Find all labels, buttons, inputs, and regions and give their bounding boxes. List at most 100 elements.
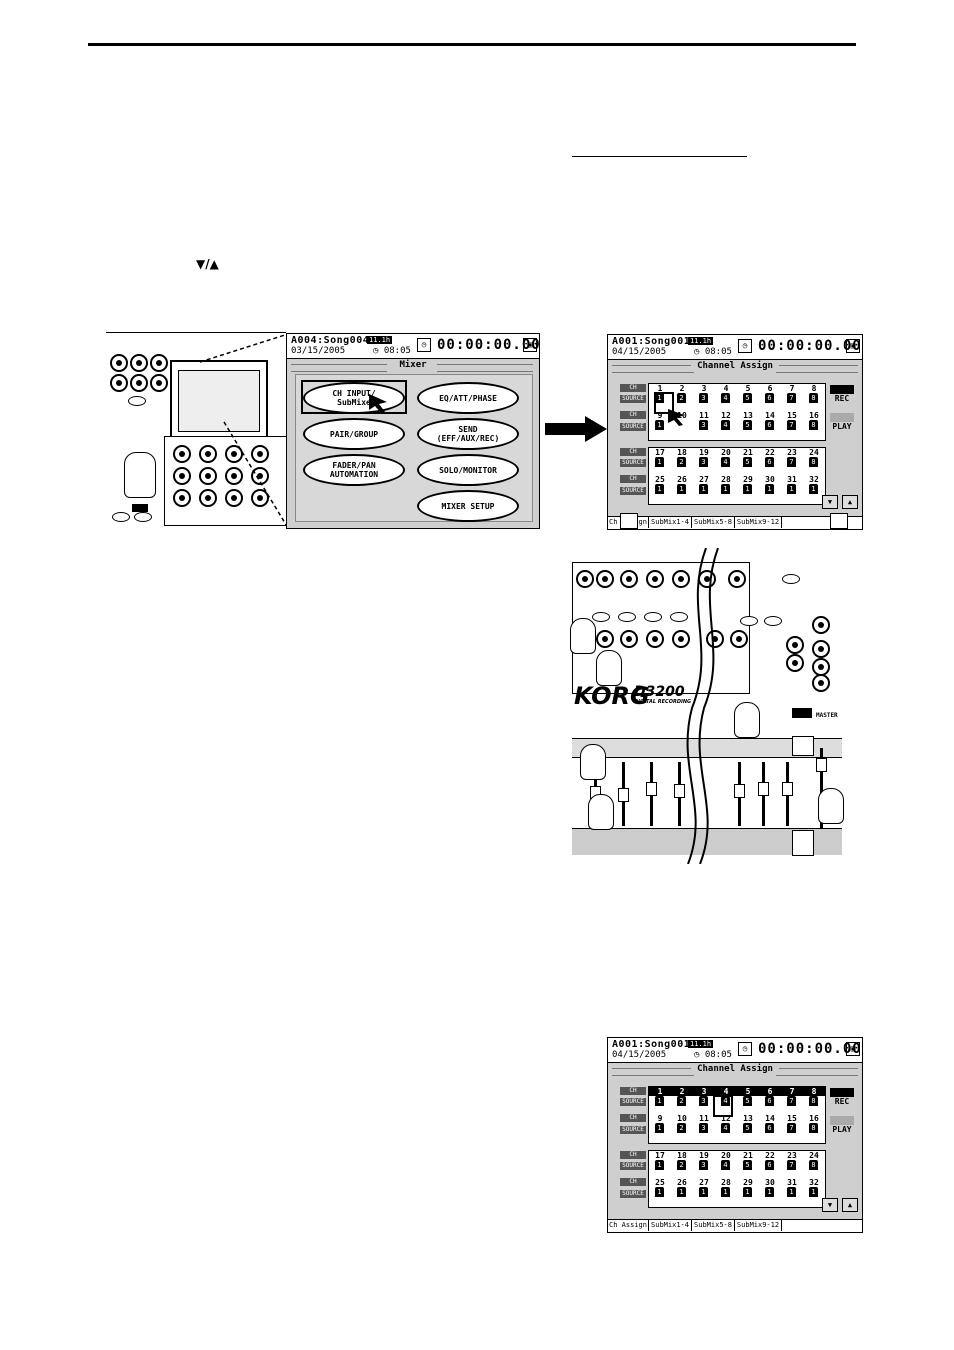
source-jack[interactable]: 1 [787, 484, 796, 494]
source-jack[interactable]: 3 [699, 420, 708, 430]
tab-submix1-4[interactable]: SubMix1-4 [649, 517, 692, 528]
rec-indicator[interactable]: REC [826, 385, 858, 415]
source-jack[interactable]: 7 [787, 1160, 796, 1170]
source-jack[interactable]: 8 [809, 1096, 818, 1106]
mixer-setup-button[interactable]: MIXER SETUP [417, 490, 519, 522]
source-jack[interactable]: 7 [787, 457, 796, 467]
source-jack[interactable]: 3 [699, 1096, 708, 1106]
ch-input-button[interactable]: CH INPUT/ SubMixe [303, 382, 405, 414]
source-jack[interactable]: 8 [809, 1123, 818, 1133]
source-jack[interactable]: 4 [721, 393, 730, 403]
tab-ch-assign[interactable]: Ch Assign [608, 1220, 649, 1231]
tab-submix1-4[interactable]: SubMix1-4 [649, 1220, 692, 1231]
source-jack[interactable]: 1 [699, 1187, 708, 1197]
source-jack[interactable]: 8 [809, 457, 818, 467]
source-jack[interactable]: 1 [655, 1096, 664, 1106]
source-jack[interactable]: 1 [655, 457, 664, 467]
row-label: CH [620, 448, 646, 456]
clock-icon[interactable]: ◷ [417, 338, 431, 352]
source-jack[interactable]: 7 [787, 1096, 796, 1106]
rec-indicator[interactable]: REC [826, 1088, 858, 1118]
source-jack[interactable]: 5 [743, 1123, 752, 1133]
menu-icon[interactable]: ▣ [846, 1042, 860, 1056]
source-jack[interactable]: 1 [677, 484, 686, 494]
source-jack[interactable]: 1 [655, 393, 664, 403]
pair-group-button[interactable]: PAIR/GROUP [303, 418, 405, 450]
channel-number: 26 [677, 1178, 687, 1187]
source-jack[interactable]: 8 [809, 420, 818, 430]
scroll-up-icon[interactable]: ▲ [842, 1198, 858, 1212]
channel-number: 7 [781, 1087, 803, 1096]
menu-icon[interactable]: ▣ [846, 339, 860, 353]
source-jack[interactable]: 1 [809, 484, 818, 494]
source-jack[interactable]: 1 [677, 1187, 686, 1197]
source-jack[interactable]: 7 [787, 1123, 796, 1133]
tab-submix9-12[interactable]: SubMix9-12 [735, 1220, 782, 1231]
hand-icon [570, 618, 596, 654]
channel-number: 19 [699, 448, 709, 457]
channel-number: 30 [765, 1178, 775, 1187]
solo-monitor-button[interactable]: SOLO/MONITOR [417, 454, 519, 486]
source-jack[interactable]: 5 [743, 1160, 752, 1170]
source-jack[interactable]: 5 [743, 457, 752, 467]
send-button[interactable]: SEND (EFF/AUX/REC) [417, 418, 519, 450]
source-jack[interactable]: 5 [743, 420, 752, 430]
source-jack[interactable]: 6 [765, 1096, 774, 1106]
source-jack[interactable]: 5 [743, 1096, 752, 1106]
source-jack[interactable]: 1 [655, 420, 664, 430]
tab-submix9-12[interactable]: SubMix9-12 [735, 517, 782, 528]
source-jack[interactable]: 6 [765, 393, 774, 403]
source-jack[interactable]: 2 [677, 457, 686, 467]
scroll-down-icon[interactable]: ▼ [822, 495, 838, 509]
source-jack[interactable]: 1 [721, 484, 730, 494]
source-jack[interactable]: 1 [721, 1187, 730, 1197]
source-jack[interactable]: 4 [721, 1096, 730, 1106]
source-jack[interactable]: 7 [787, 420, 796, 430]
source-jack[interactable]: 4 [721, 1160, 730, 1170]
source-jack[interactable]: 2 [677, 1123, 686, 1133]
scroll-down-icon[interactable]: ▼ [822, 1198, 838, 1212]
source-jack[interactable]: 6 [765, 1123, 774, 1133]
source-jack[interactable]: 2 [677, 1160, 686, 1170]
play-indicator[interactable]: PLAY [826, 1116, 858, 1146]
source-jack[interactable]: 1 [655, 484, 664, 494]
source-jack[interactable]: 1 [655, 1160, 664, 1170]
clock-icon[interactable]: ◷ [738, 1042, 752, 1056]
channel-number: 29 [743, 1178, 753, 1187]
source-jack[interactable]: 4 [721, 420, 730, 430]
source-jack[interactable]: 1 [743, 484, 752, 494]
source-jack[interactable]: 2 [677, 393, 686, 403]
source-jack[interactable]: 3 [699, 393, 708, 403]
source-jack[interactable]: 8 [809, 393, 818, 403]
source-jack[interactable]: 5 [743, 393, 752, 403]
source-jack[interactable]: 1 [809, 1187, 818, 1197]
source-jack[interactable]: 6 [765, 1160, 774, 1170]
play-indicator[interactable]: PLAY [826, 413, 858, 443]
channel-number: 1 [657, 384, 663, 393]
source-jack[interactable]: 1 [743, 1187, 752, 1197]
source-jack[interactable]: 6 [765, 420, 774, 430]
clock-icon[interactable]: ◷ [738, 339, 752, 353]
source-jack[interactable]: 1 [655, 1123, 664, 1133]
source-jack[interactable]: 8 [809, 1160, 818, 1170]
source-jack[interactable]: 3 [699, 1123, 708, 1133]
source-jack[interactable]: 4 [721, 1123, 730, 1133]
source-jack[interactable]: 1 [765, 484, 774, 494]
channel-number: 5 [737, 1087, 759, 1096]
source-jack[interactable]: 1 [655, 1187, 664, 1197]
source-jack[interactable]: 3 [699, 1160, 708, 1170]
menu-icon[interactable]: ▣ [523, 338, 537, 352]
source-jack[interactable]: 7 [787, 393, 796, 403]
source-jack[interactable]: 6 [765, 457, 774, 467]
source-jack[interactable]: 1 [787, 1187, 796, 1197]
source-jack[interactable]: 2 [677, 1096, 686, 1106]
eq-att-phase-button[interactable]: EQ/ATT/PHASE [417, 382, 519, 414]
source-jack[interactable]: 1 [765, 1187, 774, 1197]
tab-submix5-8[interactable]: SubMix5-8 [692, 1220, 735, 1231]
tab-submix5-8[interactable]: SubMix5-8 [692, 517, 735, 528]
source-jack[interactable]: 4 [721, 457, 730, 467]
fader-pan-automation-button[interactable]: FADER/PAN AUTOMATION [303, 454, 405, 486]
source-jack[interactable]: 3 [699, 457, 708, 467]
source-jack[interactable]: 1 [699, 484, 708, 494]
scroll-up-icon[interactable]: ▲ [842, 495, 858, 509]
